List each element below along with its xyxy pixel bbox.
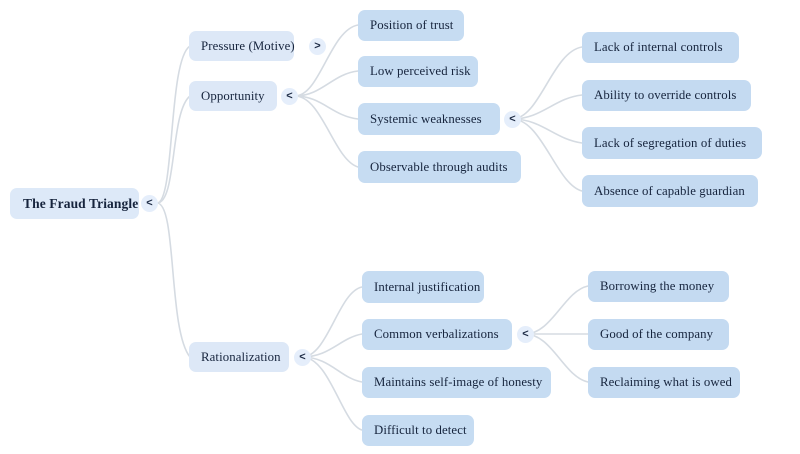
node-label: Observable through audits — [370, 159, 508, 174]
edge-rationalization-common — [301, 333, 363, 358]
toggle-systemic-weaknesses[interactable]: < — [504, 111, 521, 128]
node-label: Systemic weaknesses — [370, 111, 482, 126]
node-difficult-to-detect[interactable]: Difficult to detect — [362, 415, 474, 446]
edge-opportunity-lowrisk — [294, 70, 359, 97]
node-maintains-self-image-of-honesty[interactable]: Maintains self-image of honesty — [362, 367, 551, 398]
node-label: The Fraud Triangle — [23, 195, 139, 211]
node-label: Maintains self-image of honesty — [374, 375, 543, 389]
node-label: Pressure (Motive) — [201, 38, 295, 53]
node-absence-of-capable-guardian[interactable]: Absence of capable guardian — [582, 175, 758, 207]
toggle-pressure-motive[interactable]: > — [309, 38, 326, 55]
edge-opportunity-systemic — [294, 95, 359, 120]
edge-systemic-ability — [511, 94, 583, 120]
node-lack-of-segregation-of-duties[interactable]: Lack of segregation of duties — [582, 127, 762, 159]
node-label: Absence of capable guardian — [594, 183, 745, 198]
edge-systemic-segregation — [511, 118, 583, 144]
node-label: Lack of segregation of duties — [594, 135, 747, 150]
node-lack-of-internal-controls[interactable]: Lack of internal controls — [582, 32, 739, 63]
edge-opportunity-position — [294, 24, 359, 97]
edge-rationalization-maintains — [301, 356, 363, 383]
edge-root-opportunity — [156, 95, 191, 204]
node-rationalization[interactable]: Rationalization — [189, 342, 289, 372]
node-label: Opportunity — [201, 88, 265, 103]
edge-common-borrowing — [524, 285, 589, 335]
node-label: Good of the company — [600, 327, 714, 341]
node-systemic-weaknesses[interactable]: Systemic weaknesses — [358, 103, 500, 135]
node-label: Borrowing the money — [600, 279, 715, 293]
toggle-common-verbalizations[interactable]: < — [517, 326, 534, 343]
node-low-perceived-risk[interactable]: Low perceived risk — [358, 56, 478, 87]
node-good-of-the-company[interactable]: Good of the company — [588, 319, 729, 350]
node-reclaiming-what-is-owed[interactable]: Reclaiming what is owed — [588, 367, 740, 398]
edge-systemic-absence — [511, 118, 583, 192]
node-label: Lack of internal controls — [594, 40, 723, 54]
node-pressure-motive[interactable]: Pressure (Motive) — [189, 31, 295, 61]
node-label: Difficult to detect — [374, 423, 467, 437]
node-observable-through-audits[interactable]: Observable through audits — [358, 151, 521, 183]
toggle-the-fraud-triangle[interactable]: < — [141, 195, 158, 212]
node-internal-justification[interactable]: Internal justification — [362, 271, 484, 303]
node-position-of-trust[interactable]: Position of trust — [358, 10, 464, 41]
edge-rationalization-internal — [301, 286, 363, 358]
node-common-verbalizations[interactable]: Common verbalizations — [362, 319, 512, 350]
node-ability-to-override-controls[interactable]: Ability to override controls — [582, 80, 751, 111]
node-label: Rationalization — [201, 349, 281, 364]
node-label: Reclaiming what is owed — [600, 375, 733, 389]
node-the-fraud-triangle[interactable]: The Fraud Triangle — [10, 188, 139, 219]
edge-root-pressure — [156, 45, 191, 204]
toggle-opportunity[interactable]: < — [281, 88, 298, 105]
node-label: Ability to override controls — [594, 88, 737, 102]
node-borrowing-the-money[interactable]: Borrowing the money — [588, 271, 729, 302]
node-label: Common verbalizations — [374, 327, 499, 341]
edge-systemic-lackinternal — [511, 46, 583, 120]
node-label: Internal justification — [374, 279, 481, 294]
node-opportunity[interactable]: Opportunity — [189, 81, 277, 111]
edge-rationalization-difficult — [301, 356, 363, 431]
node-label: Low perceived risk — [370, 64, 471, 78]
edge-root-rationalization — [156, 202, 191, 358]
edge-opportunity-observable — [294, 95, 359, 168]
toggle-rationalization[interactable]: < — [294, 349, 311, 366]
node-label: Position of trust — [370, 18, 454, 32]
